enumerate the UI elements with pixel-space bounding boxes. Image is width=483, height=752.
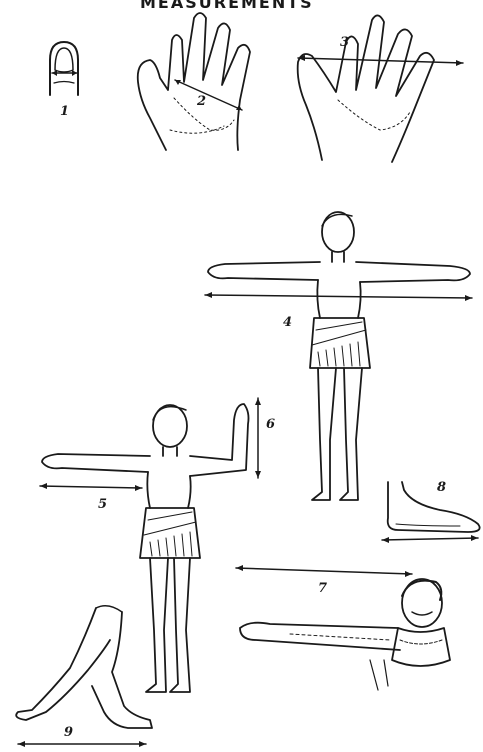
forearm-figure [42,404,249,692]
palm-width-arrow [175,80,242,110]
label-arm-span: 4 [283,315,292,330]
arm-span-arrow [205,292,472,301]
foot-length-arrow [382,535,478,543]
label-arm-length: 7 [318,581,327,596]
label-foot: 8 [437,480,446,495]
label-thumb: 1 [60,104,69,119]
hand-length-arrow [255,398,261,478]
page-title: MEASUREMENTS [140,0,314,12]
forearm-arrow [40,483,142,491]
label-palm: 2 [196,94,206,109]
label-hand-span: 3 [340,35,349,50]
spread-hand-figure [298,15,434,162]
label-pace: 9 [64,725,73,740]
arm-length-figure [240,579,450,690]
thumb-figure [50,42,78,95]
palm-hand-figure [138,13,250,150]
thumb-width-arrow [52,70,77,76]
pace-arrow [18,741,146,747]
foot-figure [388,482,480,532]
arm-length-arrow [236,565,412,577]
label-forearm: 5 [98,497,107,512]
pace-figure [16,606,152,728]
label-hand-length: 6 [266,417,275,432]
